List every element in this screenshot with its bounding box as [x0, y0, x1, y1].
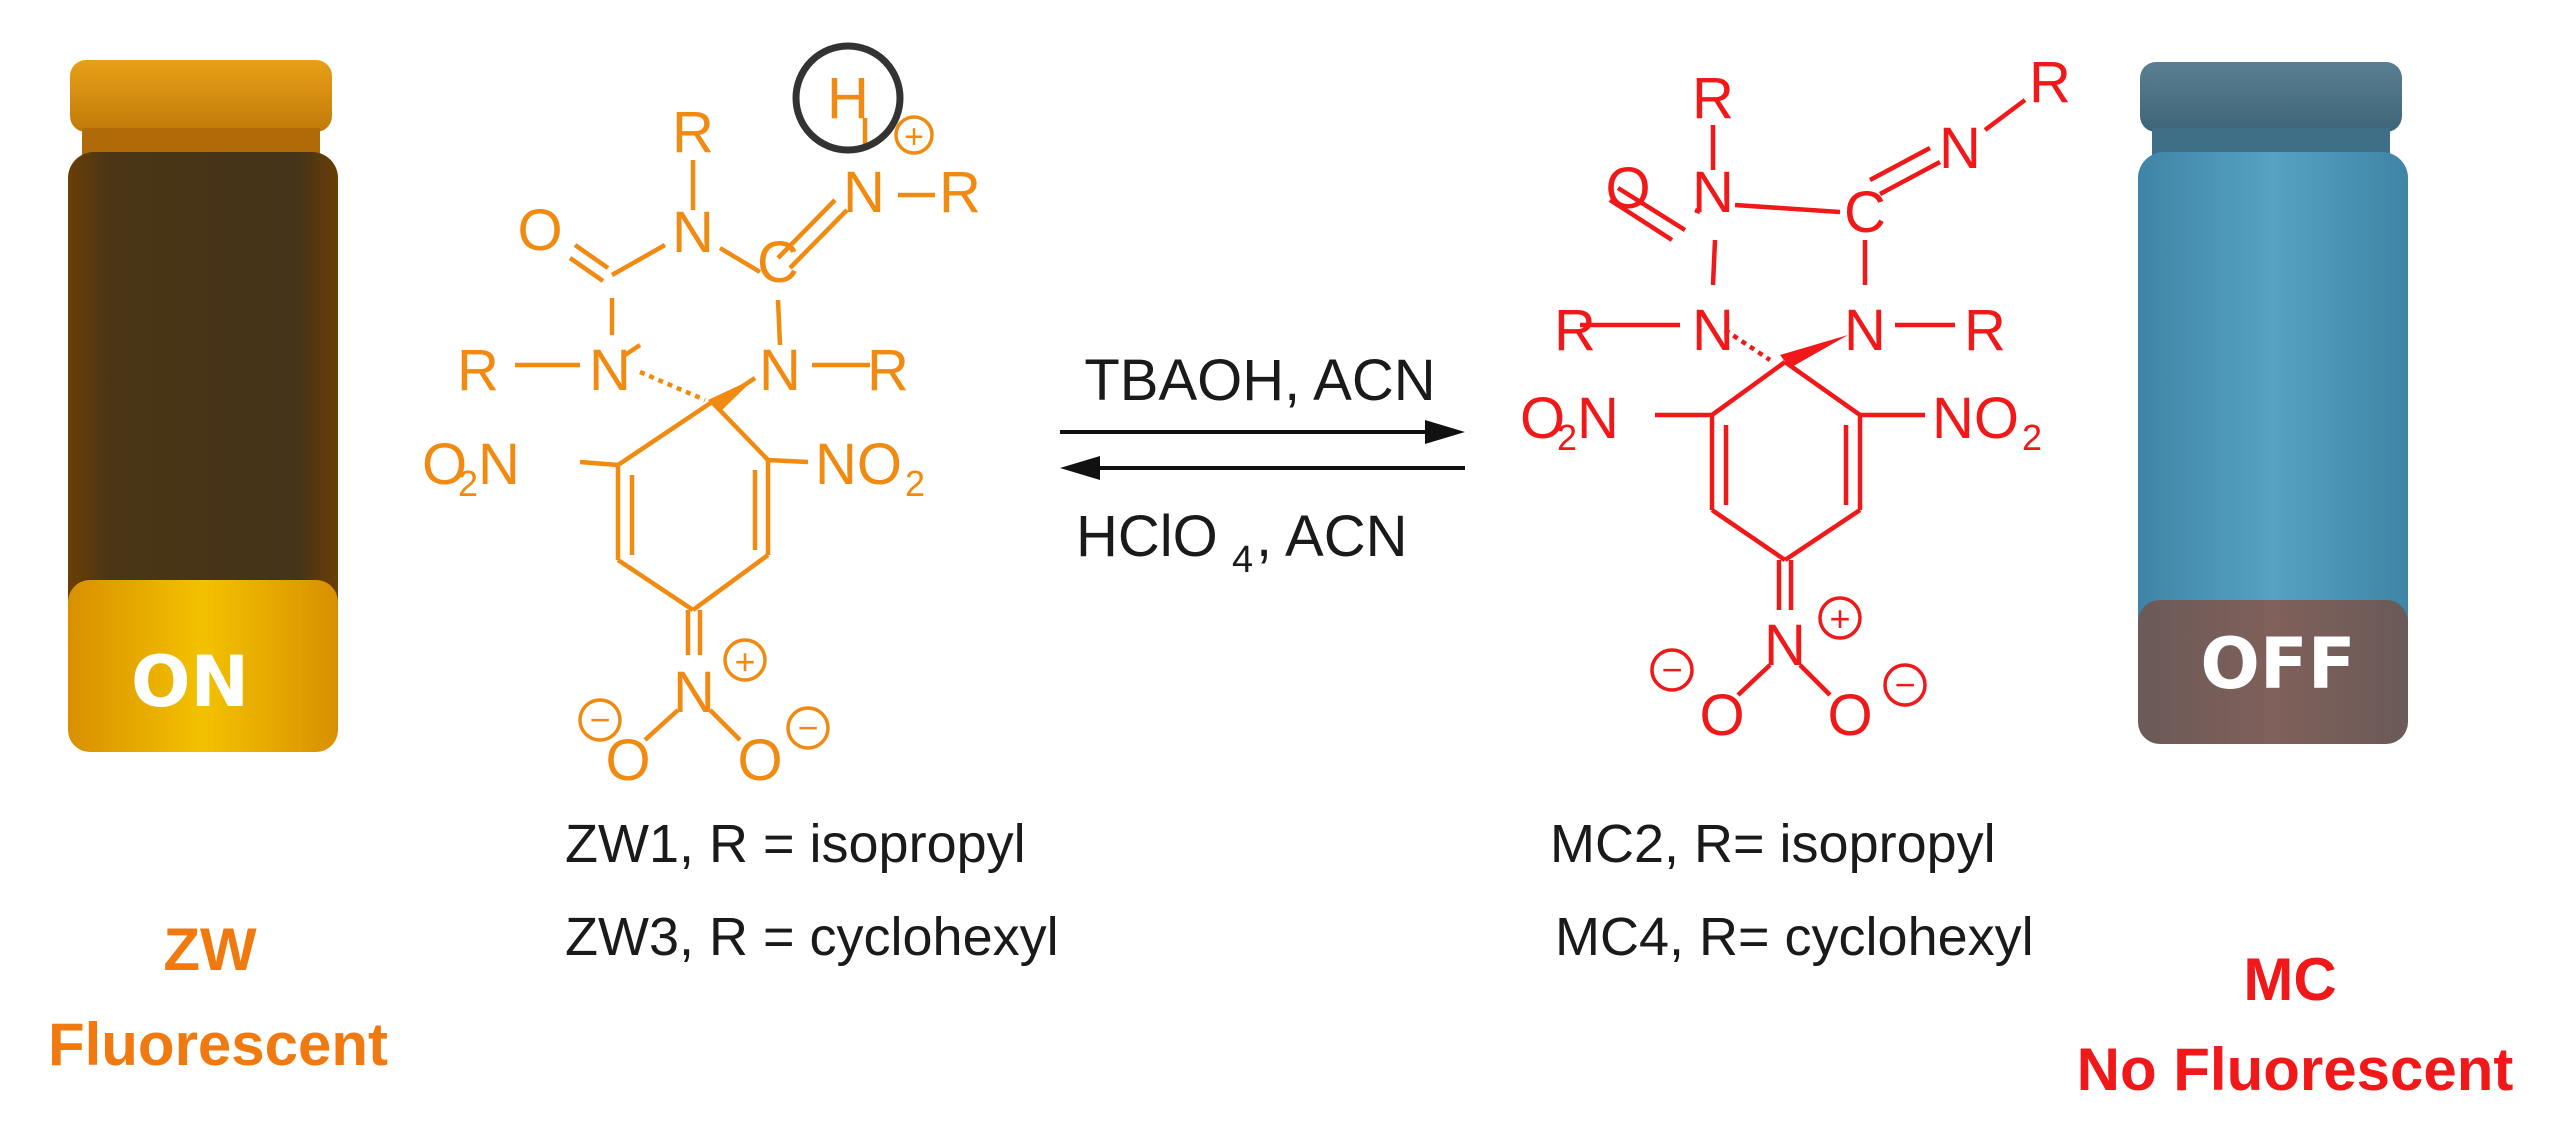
svg-text:HClO: HClO [1076, 504, 1218, 569]
forward-condition: TBAOH, ACN [1084, 348, 1435, 413]
reverse-condition: HClO 4 , ACN [1076, 504, 1408, 581]
svg-text:2: 2 [905, 463, 925, 504]
svg-text:N: N [1764, 613, 1806, 678]
mc-caption-title: MC [2243, 946, 2336, 1013]
svg-text:N: N [673, 660, 715, 725]
vial-off-liquid [2138, 600, 2408, 744]
vial-on-label: ON [131, 641, 249, 723]
vial-off-body [2138, 152, 2408, 744]
h-highlight-circle [792, 42, 904, 154]
compound-mc4: MC4, R= cyclohexyl [1555, 907, 2034, 967]
svg-text:C: C [757, 230, 799, 295]
svg-text:, ACN: , ACN [1256, 504, 1408, 569]
compound-mc2: MC2, R= isopropyl [1550, 814, 1996, 874]
svg-text:R: R [939, 160, 981, 225]
zw-caption-sub: Fluorescent [48, 1011, 388, 1078]
svg-text:−: − [589, 699, 610, 740]
svg-text:−: − [1661, 649, 1682, 690]
svg-text:O: O [1605, 156, 1650, 221]
svg-text:N: N [1844, 298, 1886, 363]
svg-text:O: O [737, 728, 782, 793]
vial-on-cap [70, 60, 332, 132]
svg-text:N: N [843, 160, 885, 225]
svg-text:H: H [827, 66, 869, 131]
svg-text:N: N [1577, 386, 1619, 451]
svg-text:NO: NO [815, 432, 902, 497]
svg-text:R: R [2029, 50, 2071, 115]
svg-text:2: 2 [1557, 417, 1577, 458]
svg-text:N: N [589, 338, 631, 403]
svg-text:O: O [517, 198, 562, 263]
zw-atoms: H + N R R N C O N N R R O 2 N NO 2 N + O… [422, 66, 981, 793]
svg-text:2: 2 [2022, 417, 2042, 458]
svg-text:N: N [478, 432, 520, 497]
svg-text:O: O [422, 432, 467, 497]
svg-text:N: N [1692, 160, 1734, 225]
svg-text:N: N [759, 338, 801, 403]
svg-text:R: R [867, 338, 909, 403]
vial-on-liquid [68, 580, 338, 752]
svg-text:R: R [1964, 298, 2006, 363]
vial-off-label: OFF [2200, 623, 2355, 705]
svg-text:−: − [797, 707, 818, 748]
svg-text:NO: NO [1932, 386, 2019, 451]
zw-molecule [515, 118, 935, 742]
compound-zw3: ZW3, R = cyclohexyl [565, 907, 1059, 967]
svg-text:+: + [734, 641, 755, 682]
svg-text:N: N [1692, 298, 1734, 363]
svg-text:O: O [1520, 386, 1565, 451]
svg-text:4: 4 [1232, 539, 1253, 581]
svg-text:−: − [1894, 664, 1915, 705]
vial-off-cap [2140, 62, 2402, 132]
svg-text:R: R [672, 100, 714, 165]
svg-text:O: O [1827, 683, 1872, 748]
svg-text:R: R [1692, 66, 1734, 131]
mc-caption-sub: No Fluorescent [2077, 1036, 2514, 1103]
vial-on: ON [68, 60, 338, 752]
vial-off: OFF [2138, 62, 2408, 744]
svg-text:C: C [1844, 180, 1886, 245]
mc-atoms: R N C O N R N N R R O 2 N NO 2 N + O O −… [1520, 50, 2071, 748]
equilibrium-arrows [1060, 420, 1465, 480]
svg-text:O: O [605, 728, 650, 793]
svg-text:O: O [1699, 683, 1744, 748]
mc-molecule [1580, 98, 2027, 697]
svg-text:N: N [1939, 116, 1981, 181]
svg-text:R: R [457, 338, 499, 403]
zw-caption-title: ZW [163, 916, 257, 983]
svg-text:2: 2 [458, 463, 478, 504]
svg-text:+: + [904, 118, 924, 156]
compound-zw1: ZW1, R = isopropyl [565, 814, 1026, 874]
svg-text:N: N [672, 200, 714, 265]
svg-text:R: R [1554, 298, 1596, 363]
svg-text:+: + [1829, 598, 1850, 639]
